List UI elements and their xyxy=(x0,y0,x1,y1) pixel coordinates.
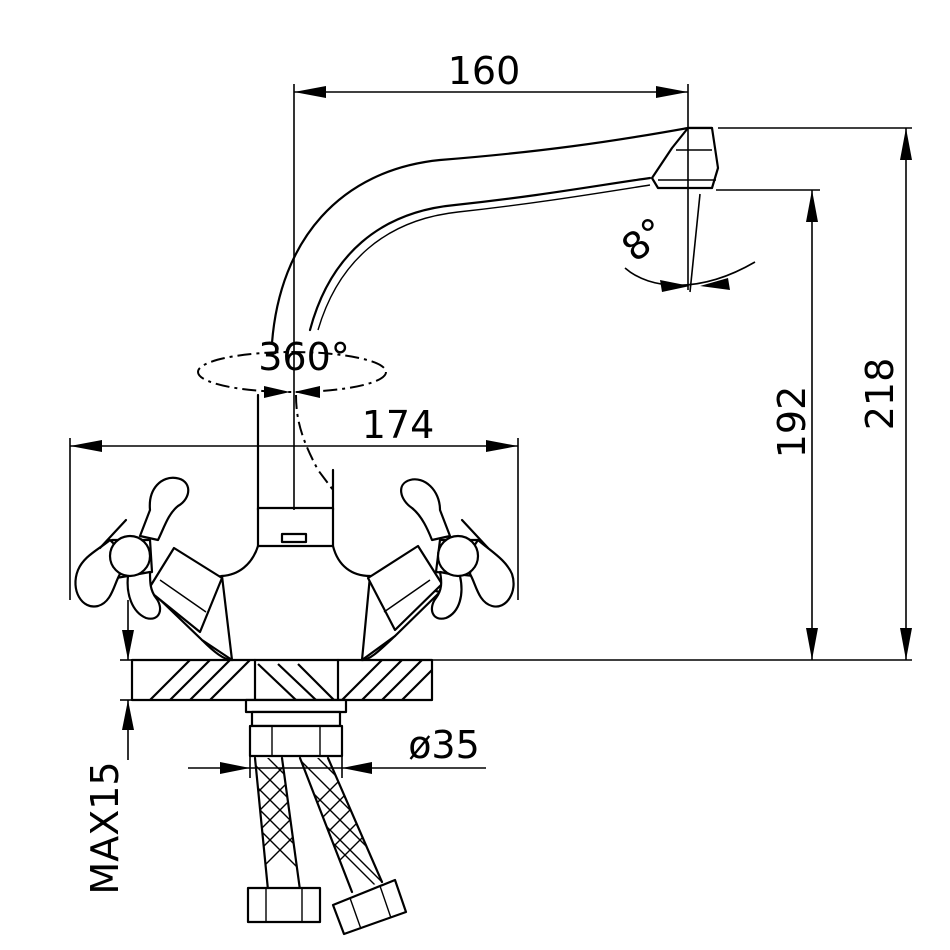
dimension-label-174: 174 xyxy=(362,403,435,447)
spout xyxy=(270,126,720,491)
dimension-heights: 192 218 xyxy=(430,127,912,661)
dimension-spout-reach: 160 xyxy=(293,49,689,510)
dimension-max-thickness: MAX15 xyxy=(83,600,134,895)
dimension-label-160: 160 xyxy=(448,49,521,93)
mounting-hardware xyxy=(244,698,348,758)
dimension-label-218: 218 xyxy=(858,358,902,431)
swivel-indicator: 360° xyxy=(197,335,387,398)
dimension-base-diameter: ø35 xyxy=(188,723,486,778)
left-handle xyxy=(74,476,234,662)
dimension-handle-span: 174 xyxy=(69,403,519,600)
right-handle xyxy=(360,478,515,662)
flexible-hoses xyxy=(246,756,408,936)
deck-section xyxy=(130,658,434,702)
dimension-label-max15: MAX15 xyxy=(83,761,127,894)
dimension-label-diameter: ø35 xyxy=(408,723,480,767)
dimension-label-192: 192 xyxy=(770,386,814,459)
tilt-angle-label: 8° xyxy=(613,209,674,270)
swivel-angle-label: 360° xyxy=(258,335,350,379)
aerator-tilt-indicator: 8° xyxy=(613,193,756,293)
